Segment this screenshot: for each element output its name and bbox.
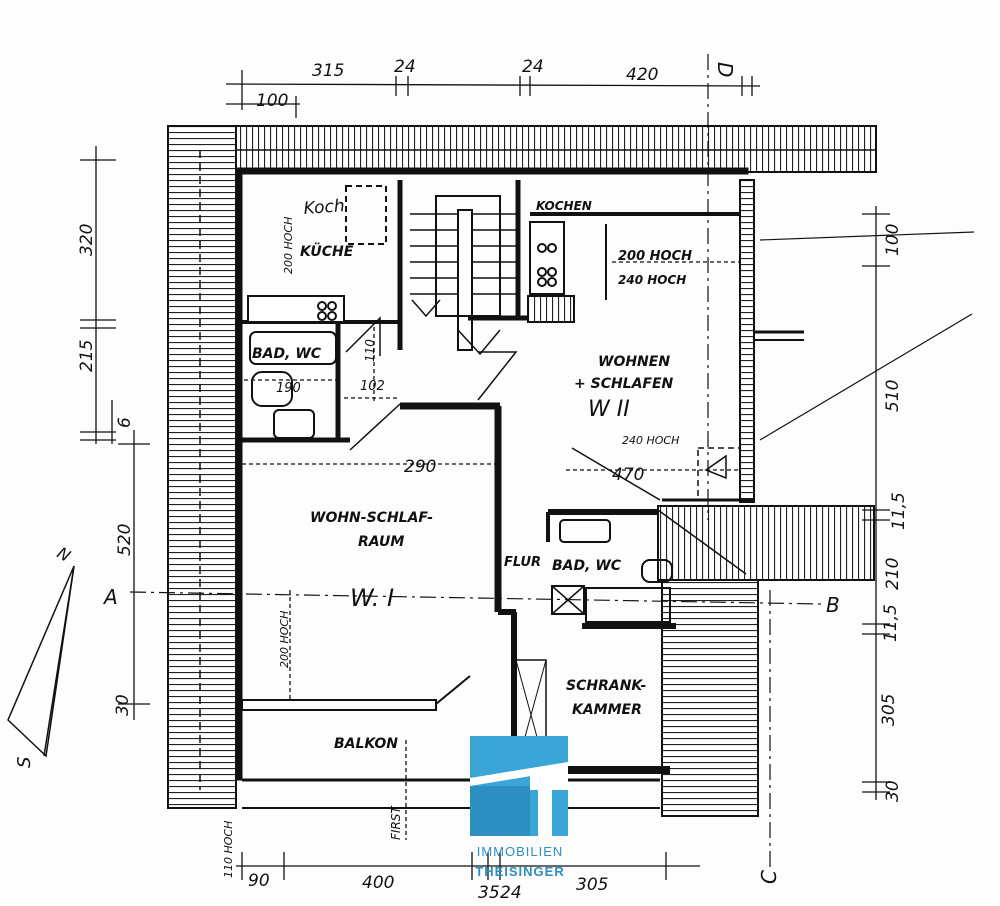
logo-mark bbox=[470, 736, 568, 836]
logo-text-immobilien: IMMOBILIEN bbox=[476, 844, 564, 859]
dim-bottom-305: 305 bbox=[576, 875, 608, 895]
dim-right-305: 305 bbox=[879, 694, 899, 726]
dim-inner-290: 290 bbox=[404, 457, 436, 477]
label-balkon: BALKON bbox=[334, 736, 398, 752]
label-schlafen: + SCHLAFEN bbox=[574, 376, 674, 392]
logo-text-theisinger: THEISINGER bbox=[475, 864, 565, 879]
dim-right-100: 100 bbox=[883, 224, 903, 256]
section-mark-a: A bbox=[102, 585, 118, 609]
roof-right-lower-band bbox=[657, 505, 875, 817]
label-bad-wc-left: BAD, WC bbox=[252, 346, 322, 362]
label-200-hoch: 200 HOCH bbox=[618, 249, 692, 264]
fixtures bbox=[247, 185, 557, 439]
label-kochen: KOCHEN bbox=[536, 199, 592, 213]
dim-inner-110: 110 bbox=[363, 339, 377, 362]
view-lines bbox=[129, 54, 975, 870]
label-schrank: SCHRANK- bbox=[566, 678, 647, 694]
dim-right-30: 30 bbox=[883, 780, 903, 802]
dim-inner-102: 102 bbox=[360, 379, 385, 394]
compass-n: N bbox=[54, 543, 74, 565]
label-240-hoch: 240 HOCH bbox=[618, 273, 686, 287]
dim-left-215: 215 bbox=[77, 340, 97, 372]
company-logo: IMMOBILIEN THEISINGER bbox=[468, 736, 572, 886]
label-wohnen: WOHNEN bbox=[598, 354, 670, 370]
label-hoch-200-w1: 200 HOCH bbox=[278, 611, 291, 668]
walls bbox=[235, 167, 804, 809]
label-hoch-200-kueche: 200 HOCH bbox=[282, 217, 295, 274]
label-wohn-schlaf: WOHN-SCHLAF- bbox=[310, 510, 433, 526]
dim-right-115b: 11,5 bbox=[881, 604, 901, 642]
dim-inner-190: 190 bbox=[276, 381, 301, 396]
dim-top-24a: 24 bbox=[394, 57, 416, 77]
dim-bottom-400: 400 bbox=[362, 873, 394, 893]
label-240-hoch-b: 240 HOCH bbox=[622, 434, 679, 447]
dim-top-315: 315 bbox=[312, 61, 344, 81]
roof-top-band bbox=[177, 125, 877, 173]
dim-left-30: 30 bbox=[113, 694, 133, 716]
section-mark-d: D bbox=[713, 62, 737, 77]
dim-bottom-90: 90 bbox=[248, 871, 270, 891]
dim-right-510: 510 bbox=[883, 380, 903, 412]
section-mark-b: B bbox=[826, 593, 840, 617]
dim-left-320: 320 bbox=[77, 224, 97, 256]
label-kammer: KAMMER bbox=[572, 702, 642, 718]
dim-right-115a: 11,5 bbox=[889, 492, 909, 530]
dim-top-24b: 24 bbox=[522, 57, 544, 77]
dim-bottom-35: 35 bbox=[478, 883, 500, 902]
door-swings bbox=[345, 316, 747, 575]
label-flur: FLUR bbox=[504, 555, 541, 570]
dim-bottom-24: 24 bbox=[500, 883, 522, 902]
dim-top-100: 100 bbox=[256, 91, 288, 111]
label-w1: W. I bbox=[350, 584, 394, 612]
label-bad-wc-right: BAD, WC bbox=[552, 558, 622, 574]
label-koch: Koch bbox=[303, 196, 345, 219]
staircase bbox=[410, 213, 518, 401]
label-raum: RAUM bbox=[358, 534, 404, 550]
north-arrow bbox=[7, 565, 75, 758]
label-w2: W II bbox=[588, 397, 630, 422]
dim-left-6: 6 bbox=[115, 417, 135, 428]
dimension-lines bbox=[80, 70, 890, 880]
label-first: FIRST bbox=[389, 805, 403, 840]
section-mark-c: C bbox=[757, 870, 781, 884]
dim-left-520: 520 bbox=[115, 524, 135, 556]
dim-top-420: 420 bbox=[626, 65, 658, 85]
label-kueche: KÜCHE bbox=[300, 242, 354, 260]
roof-left-band bbox=[167, 125, 237, 809]
label-hoch-110: 110 HOCH bbox=[222, 821, 235, 878]
compass-s: S bbox=[14, 757, 35, 768]
dim-inner-470: 470 bbox=[612, 465, 644, 485]
dim-right-210: 210 bbox=[883, 558, 903, 590]
